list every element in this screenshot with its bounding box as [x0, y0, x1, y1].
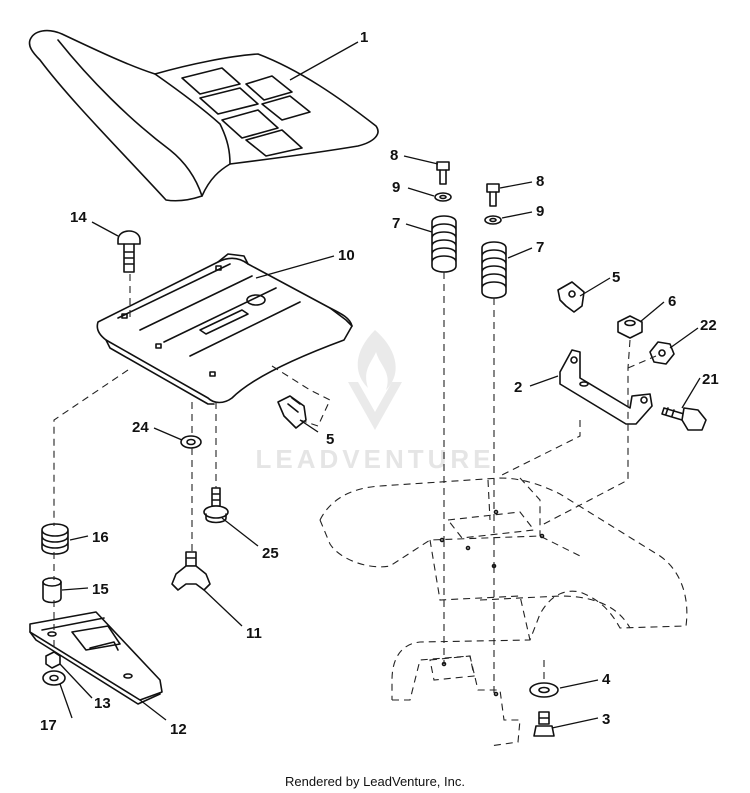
callout-17: 17 [40, 717, 57, 734]
washer-4 [529, 682, 559, 698]
v-logo-icon [348, 382, 402, 430]
callout-labels: 1 14 10 8 9 7 8 9 7 5 6 22 2 21 24 5 25 … [40, 29, 719, 738]
carriage-bolt [117, 230, 141, 273]
tractor-frame-outline [319, 477, 688, 747]
callout-15: 15 [92, 581, 109, 598]
callout-12: 12 [170, 721, 187, 738]
callout-7-left: 7 [392, 215, 400, 232]
callout-5-left: 5 [326, 431, 334, 448]
slide-plate [29, 611, 163, 705]
callout-14: 14 [70, 209, 87, 226]
callout-8-left: 8 [390, 147, 398, 164]
nut-22 [649, 341, 675, 365]
callout-16: 16 [92, 529, 109, 546]
callout-7-right: 7 [536, 239, 544, 256]
spring-7-right [481, 241, 507, 299]
bolt-8-right [486, 183, 500, 207]
screw-25 [203, 487, 229, 524]
callout-25: 25 [262, 545, 279, 562]
hex-bolt [661, 407, 707, 431]
callout-24: 24 [132, 419, 149, 436]
callout-11: 11 [246, 625, 262, 642]
spring-7-left [431, 215, 457, 273]
bolt-3 [533, 711, 555, 737]
assembly-lines [53, 272, 657, 694]
callout-8-right: 8 [536, 173, 544, 190]
footer-credit: Rendered by LeadVenture, Inc. [285, 774, 465, 789]
clip-right [557, 281, 585, 313]
callout-22: 22 [700, 317, 717, 334]
callout-9-left: 9 [392, 179, 400, 196]
callout-10: 10 [338, 247, 355, 264]
callout-21: 21 [702, 371, 719, 388]
knob-11 [171, 551, 211, 591]
seat-pan [96, 253, 353, 405]
callout-2: 2 [514, 379, 522, 396]
callout-1: 1 [360, 29, 368, 46]
washer-17 [42, 670, 66, 686]
hinge-bracket [559, 349, 653, 425]
callout-9-right: 9 [536, 203, 544, 220]
leader-lines [59, 41, 701, 729]
callout-13: 13 [94, 695, 111, 712]
spacer-15 [42, 577, 62, 604]
nut-13 [45, 651, 61, 669]
watermark: LEADVENTURE [255, 330, 494, 474]
callout-5-right: 5 [612, 269, 620, 286]
spring-16 [41, 523, 69, 555]
nut-6 [617, 315, 643, 339]
washer-24 [180, 435, 202, 449]
watermark-text: LEADVENTURE [255, 444, 494, 474]
washer-9-left [434, 192, 452, 202]
callout-6: 6 [668, 293, 676, 310]
callout-4: 4 [602, 671, 611, 688]
washer-9-right [484, 215, 502, 225]
clip-left [277, 395, 307, 429]
bolt-8-left [436, 161, 450, 185]
seat-cushion [28, 29, 379, 202]
flame-logo-icon [357, 330, 396, 390]
callout-3: 3 [602, 711, 610, 728]
